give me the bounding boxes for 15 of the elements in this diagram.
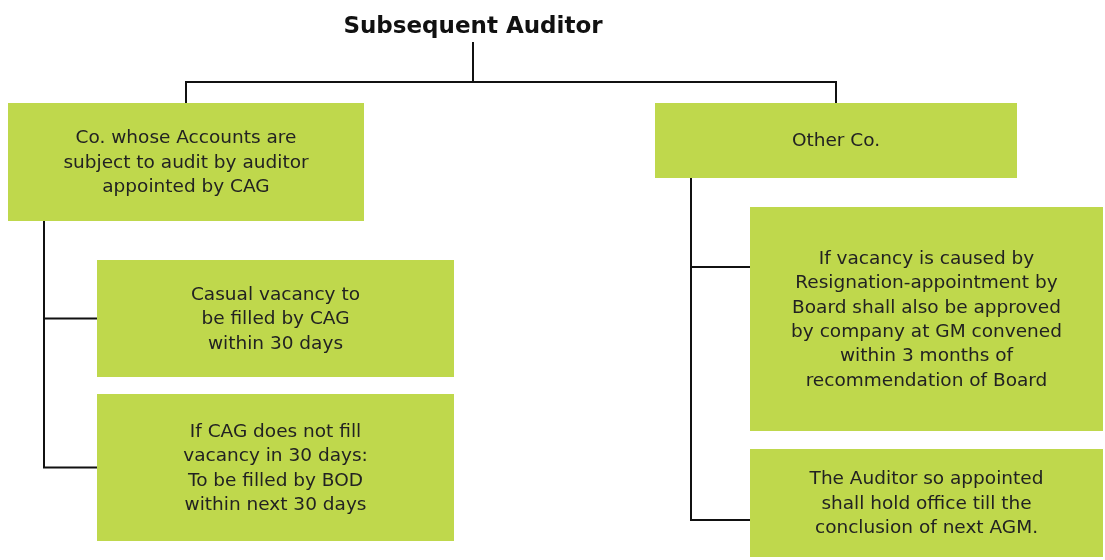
process-box xyxy=(655,103,1017,178)
box-text: If vacancy is caused by Resignation-appointment by Board shall also be approved by company at GM convened within 3 months of recommendation of Board xyxy=(790,245,1063,392)
box-text: Other Co. xyxy=(791,128,881,153)
process-box xyxy=(750,207,1103,431)
process-box xyxy=(8,103,364,221)
process-box xyxy=(750,449,1103,557)
box-text: If CAG does not fill vacancy in 30 days: To be filled by BOD within next 30 days xyxy=(182,418,369,516)
process-box xyxy=(97,260,454,377)
box-text: The Auditor so appointed shall hold office till the conclusion of next AGM. xyxy=(808,466,1045,540)
box-text: Co. whose Accounts are subject to audit by auditor appointed by CAG xyxy=(62,125,310,199)
connector-line xyxy=(472,41,837,104)
box-text: Casual vacancy to be filled by CAG within 30 days xyxy=(189,281,362,355)
process-box xyxy=(97,394,454,541)
connector-line xyxy=(43,220,98,469)
root-node-label: Subsequent Auditor xyxy=(343,10,603,40)
